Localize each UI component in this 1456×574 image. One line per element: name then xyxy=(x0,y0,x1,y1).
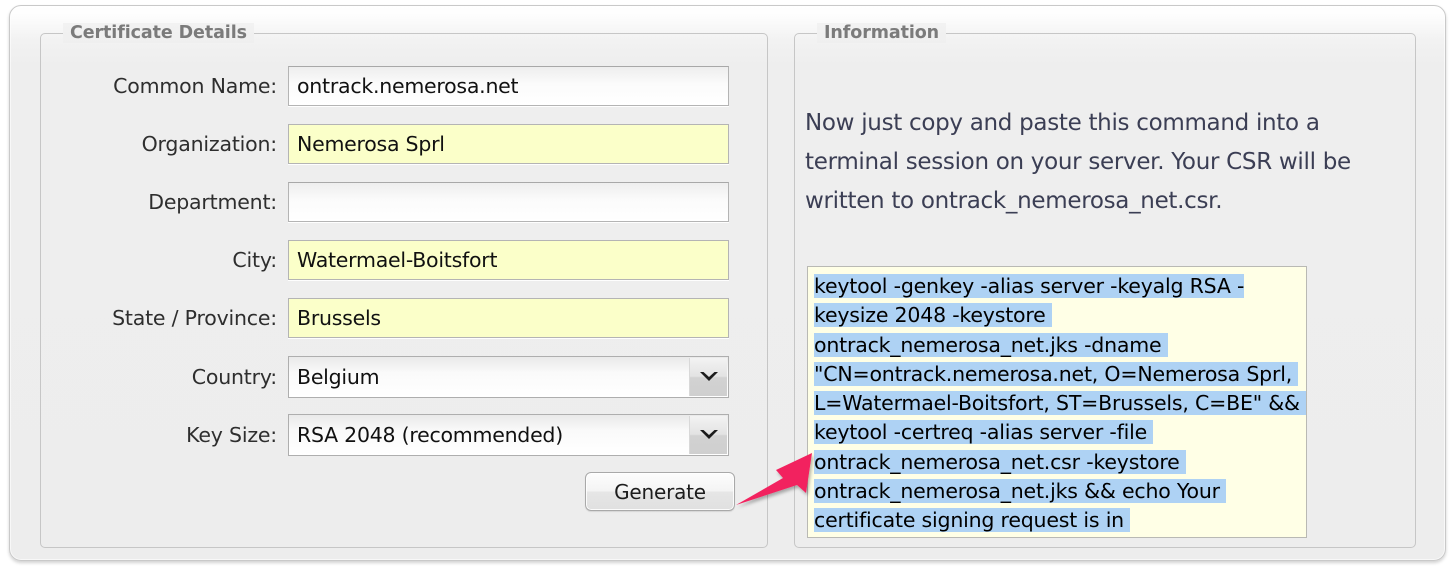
information-panel: Information xyxy=(794,23,1416,548)
select-key-size-arrow[interactable] xyxy=(689,416,727,454)
application-window: Certificate Details Common Name: ontrack… xyxy=(9,5,1446,561)
certificate-details-legend: Certificate Details xyxy=(63,23,254,43)
command-textarea-inner: keytool -genkey -alias server -keyalg RS… xyxy=(808,267,1306,537)
command-text-selected: keytool -genkey -alias server -keyalg RS… xyxy=(814,274,1306,537)
input-city[interactable]: Watermael-Boitsfort xyxy=(288,240,729,280)
input-common-name[interactable]: ontrack.nemerosa.net xyxy=(288,66,729,106)
form-row-country: Country: Belgium xyxy=(40,356,768,398)
input-state-province-value: Brussels xyxy=(297,306,381,330)
certificate-details-panel: Certificate Details xyxy=(40,23,768,548)
form-row-department: Department: xyxy=(40,182,768,222)
input-organization[interactable]: Nemerosa Sprl xyxy=(288,124,729,164)
select-key-size[interactable]: RSA 2048 (recommended) xyxy=(288,414,729,456)
information-paragraph: Now just copy and paste this command int… xyxy=(805,110,1351,214)
form-row-organization: Organization: Nemerosa Sprl xyxy=(40,124,768,164)
select-country-value: Belgium xyxy=(297,365,380,389)
input-state-province[interactable]: Brussels xyxy=(288,298,729,338)
label-city: City: xyxy=(232,248,277,272)
label-country: Country: xyxy=(191,365,277,389)
command-textarea[interactable]: keytool -genkey -alias server -keyalg RS… xyxy=(807,266,1307,538)
input-city-value: Watermael-Boitsfort xyxy=(297,248,498,272)
select-key-size-value: RSA 2048 (recommended) xyxy=(297,423,563,447)
select-country[interactable]: Belgium xyxy=(288,356,729,398)
label-organization: Organization: xyxy=(141,132,278,156)
label-state-province: State / Province: xyxy=(112,306,277,330)
form-row-state-province: State / Province: Brussels xyxy=(40,298,768,338)
form-row-key-size: Key Size: RSA 2048 (recommended) xyxy=(40,414,768,456)
input-organization-value: Nemerosa Sprl xyxy=(297,132,445,156)
information-legend: Information xyxy=(817,23,947,43)
label-key-size: Key Size: xyxy=(186,423,277,447)
form-row-common-name: Common Name: ontrack.nemerosa.net xyxy=(40,66,768,106)
form-row-city: City: Watermael-Boitsfort xyxy=(40,240,768,280)
label-common-name: Common Name: xyxy=(113,74,277,98)
select-country-arrow[interactable] xyxy=(689,358,727,396)
label-department: Department: xyxy=(148,190,277,214)
input-common-name-value: ontrack.nemerosa.net xyxy=(297,74,519,98)
generate-button[interactable]: Generate xyxy=(585,472,735,511)
input-department[interactable] xyxy=(288,182,729,222)
